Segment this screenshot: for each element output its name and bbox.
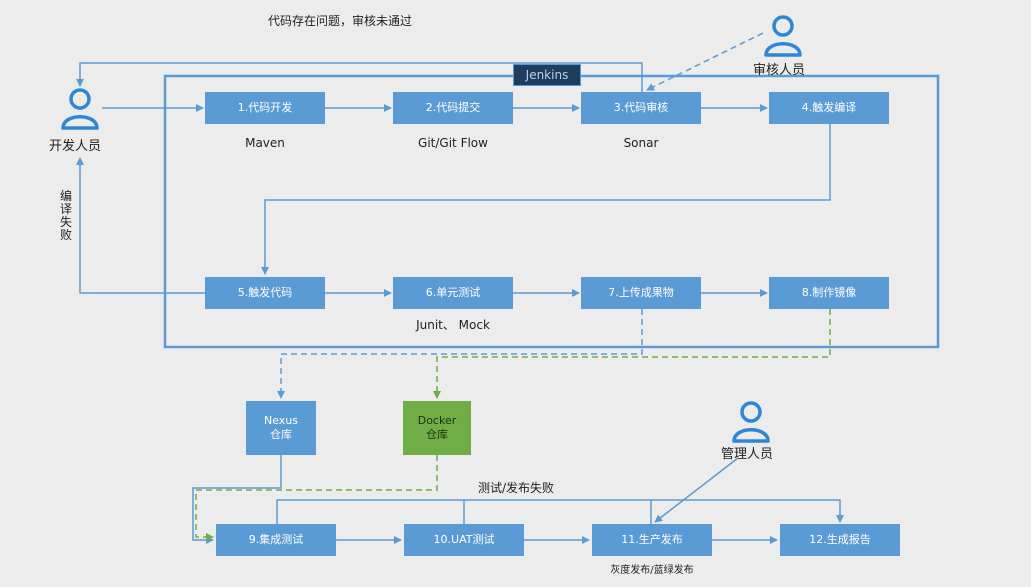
arrow-nexus-to-step9 xyxy=(192,455,282,544)
maven-caption: Maven xyxy=(245,136,285,150)
step-12-box: 12.生成报告 xyxy=(780,524,900,556)
step-6-box: 6.单元测试 xyxy=(393,277,513,309)
docker-repo-box: Docker 仓库 xyxy=(403,401,471,455)
reviewer-label: 审核人员 xyxy=(753,63,806,78)
developer-label: 开发人员 xyxy=(49,139,102,154)
step-4-box: 4.触发编译 xyxy=(769,92,889,124)
compile-fail-note: 编译失败 xyxy=(60,189,73,242)
test-fail-note: 测试/发布失败 xyxy=(478,481,555,495)
step-1-box: 1.代码开发 xyxy=(205,92,325,124)
arrow-step4-to-step5 xyxy=(261,124,831,275)
junit-caption: Junit、 Mock xyxy=(416,318,490,332)
arrow-step7-to-nexus xyxy=(277,309,643,399)
step-7-box: 7.上传成果物 xyxy=(581,277,701,309)
arrow-reviewer-to-step3 xyxy=(646,32,764,91)
sonar-caption: Sonar xyxy=(623,136,659,150)
arrow-compile-fail xyxy=(76,157,205,294)
jenkins-label: Jenkins xyxy=(513,64,581,86)
nexus-repo-box: Nexus 仓库 xyxy=(246,401,316,455)
arrow-docker-to-step9 xyxy=(195,455,438,541)
release-caption: 灰度发布/蓝绿发布 xyxy=(610,565,694,576)
step-8-box: 8.制作镜像 xyxy=(769,277,889,309)
git-caption: Git/Git Flow xyxy=(418,136,488,150)
reviewer-person-icon xyxy=(764,15,802,57)
step-5-box: 5.触发代码 xyxy=(205,277,325,309)
review-fail-note: 代码存在问题，审核未通过 xyxy=(268,14,413,28)
arrow-step8-to-docker xyxy=(433,309,831,399)
step-3-box: 3.代码审核 xyxy=(581,92,701,124)
developer-person-icon xyxy=(61,88,99,130)
step-9-box: 9.集成测试 xyxy=(216,524,336,556)
arrow-test-fail-to-report xyxy=(276,499,844,524)
arrow-review-fail xyxy=(76,62,643,92)
manager-person-icon xyxy=(732,401,770,443)
arrow-manager-to-step11 xyxy=(654,457,739,523)
step-10-box: 10.UAT测试 xyxy=(404,524,524,556)
manager-label: 管理人员 xyxy=(721,447,774,462)
step-2-box: 2.代码提交 xyxy=(393,92,513,124)
step-11-box: 11.生产发布 xyxy=(592,524,712,556)
